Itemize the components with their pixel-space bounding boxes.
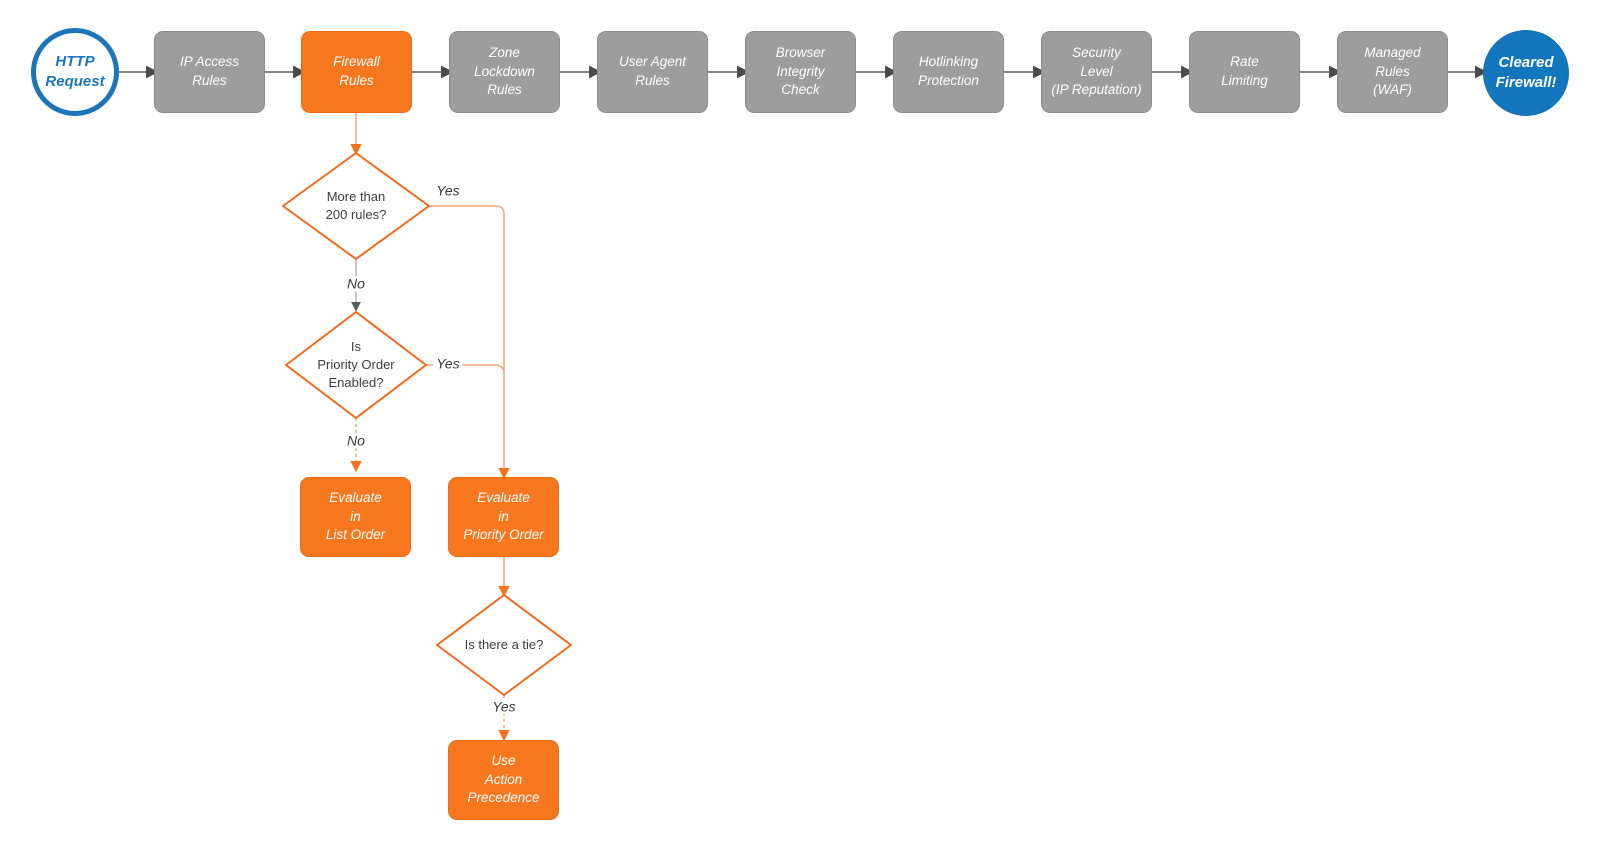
edge-label-decision-priority-no: No [344, 432, 368, 449]
edge-label-decision-priority-yes: Yes [433, 355, 463, 372]
node-managed-rules-waf: Managed Rules (WAF) [1337, 31, 1448, 113]
edge-label-decision-200-yes: Yes [433, 182, 463, 199]
node-evaluate-priority-order: Evaluate in Priority Order [448, 477, 559, 557]
node-cleared-firewall: Cleared Firewall! [1483, 30, 1569, 116]
node-http-request: HTTP Request [31, 28, 119, 116]
decision-tie-shape [436, 594, 572, 696]
node-hotlinking-protection: Hotlinking Protection [893, 31, 1004, 113]
decision-more-than-200-label: More than 200 rules? [325, 188, 387, 222]
node-firewall-rules: Firewall Rules [301, 31, 412, 113]
node-browser-integrity-check: Browser Integrity Check [745, 31, 856, 113]
arrow-decision-priority-yes-join [426, 364, 505, 375]
edge-label-decision-200-no: No [344, 275, 368, 292]
node-zone-lockdown-rules: Zone Lockdown Rules [449, 31, 560, 113]
decision-priority-enabled-shape [285, 311, 427, 419]
node-use-action-precedence: Use Action Precedence [448, 740, 559, 820]
node-rate-limiting: Rate Limiting [1189, 31, 1300, 113]
arrow-decision-200-yes-to-priority-box [429, 205, 510, 480]
decision-tie-label: Is there a tie? [464, 636, 544, 652]
node-security-level: Security Level (IP Reputation) [1041, 31, 1152, 113]
decision-priority-enabled-label: Is Priority Order Enabled? [317, 338, 395, 391]
node-ip-access-rules: IP Access Rules [154, 31, 265, 113]
node-evaluate-list-order: Evaluate in List Order [300, 477, 411, 557]
decision-more-than-200-shape [282, 152, 430, 260]
edge-label-decision-tie-yes: Yes [489, 698, 519, 715]
node-user-agent-rules: User Agent Rules [597, 31, 708, 113]
